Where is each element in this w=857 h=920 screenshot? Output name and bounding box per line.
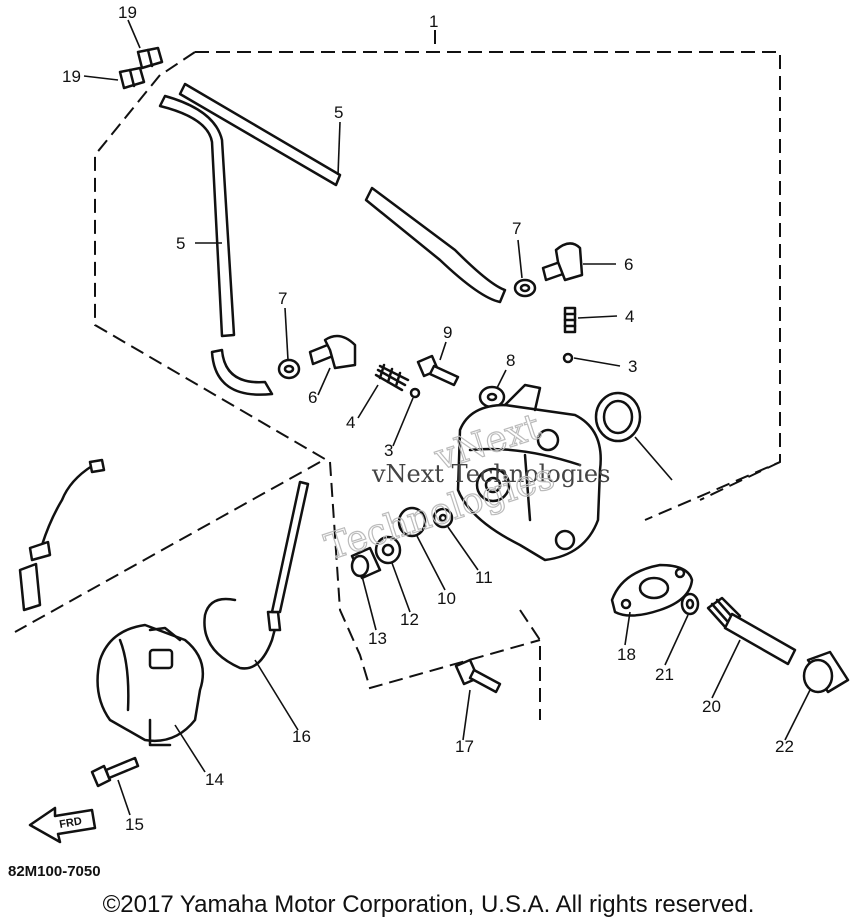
part-6-fitting-left: [308, 334, 357, 370]
part-6-fitting-right: [541, 242, 584, 282]
frd-label: FRD: [58, 815, 82, 831]
part-13-gear: [350, 546, 382, 580]
part-7-clamp-left: [277, 358, 301, 380]
part-21-washer: [680, 592, 700, 616]
callout-13: 13: [368, 629, 387, 648]
watermark-line-2: vNext Technologies: [371, 460, 610, 488]
part-3-ball-right: [562, 352, 574, 364]
assembly-boundary: [14, 30, 781, 720]
callout-8: 8: [506, 351, 515, 370]
part-18-gasket: [610, 563, 694, 617]
part-3-ball-left: [409, 387, 421, 399]
callout-6-left: 6: [308, 388, 317, 407]
callout-3-right: 3: [628, 357, 637, 376]
callout-5-long: 5: [334, 103, 343, 122]
part-17-bolt: [454, 658, 502, 694]
callout-1: 1: [429, 12, 438, 31]
leader-lines: [83, 19, 811, 816]
callout-6-right: 6: [624, 255, 633, 274]
oil-pump-body: [456, 383, 602, 562]
part-5-hose-long: [178, 82, 507, 304]
front-direction-arrow: FRD: [28, 806, 97, 844]
callout-3-left: 3: [384, 441, 393, 460]
part-4-spring-right: [563, 306, 577, 334]
oil-seal-ring: [594, 391, 642, 443]
copyright-notice: ©2017 Yamaha Motor Corporation, U.S.A. A…: [102, 891, 755, 918]
callout-15: 15: [125, 815, 144, 834]
callout-19-upper: 19: [118, 3, 137, 22]
callout-labels: 1 19 19 5 5 7 6 7 6 4 3 9 8 4 3 10 11 12…: [62, 3, 794, 834]
part-7-clamp-right: [513, 278, 537, 298]
part-9-bolt: [416, 354, 460, 387]
callout-9: 9: [443, 323, 452, 342]
callout-19-lower: 19: [62, 67, 81, 86]
callout-21: 21: [655, 665, 674, 684]
callout-11: 11: [475, 568, 493, 587]
callout-17: 17: [455, 737, 474, 756]
sensor-lead: [18, 458, 106, 612]
diagram-code: 82M100-7050: [8, 863, 101, 880]
callout-10: 10: [437, 589, 456, 608]
part-8-washer: [478, 385, 506, 409]
callout-12: 12: [400, 610, 419, 629]
callout-7-left: 7: [278, 289, 287, 308]
callout-7-right: 7: [512, 219, 521, 238]
callout-14: 14: [205, 770, 224, 789]
callout-4-left: 4: [346, 413, 355, 432]
part-15-bolt: [90, 756, 140, 788]
part-22-collar: [802, 650, 850, 694]
part-19-clamp-lower: [118, 66, 146, 90]
part-4-spring-left: [374, 363, 410, 392]
part-5-hose-short: [158, 94, 274, 396]
part-16-cable: [203, 480, 310, 670]
callout-20: 20: [702, 697, 721, 716]
callout-4-right: 4: [625, 307, 634, 326]
part-19-clamp-upper: [136, 46, 164, 70]
callout-22: 22: [775, 737, 794, 756]
callout-5-short: 5: [176, 234, 185, 253]
part-12-collar: [374, 535, 402, 565]
part-11-washer: [432, 507, 454, 529]
part-14-cover: [96, 623, 205, 747]
callout-18: 18: [617, 645, 636, 664]
callout-16: 16: [292, 727, 311, 746]
part-10-plate: [397, 506, 427, 538]
part-20-shaft: [706, 596, 797, 666]
